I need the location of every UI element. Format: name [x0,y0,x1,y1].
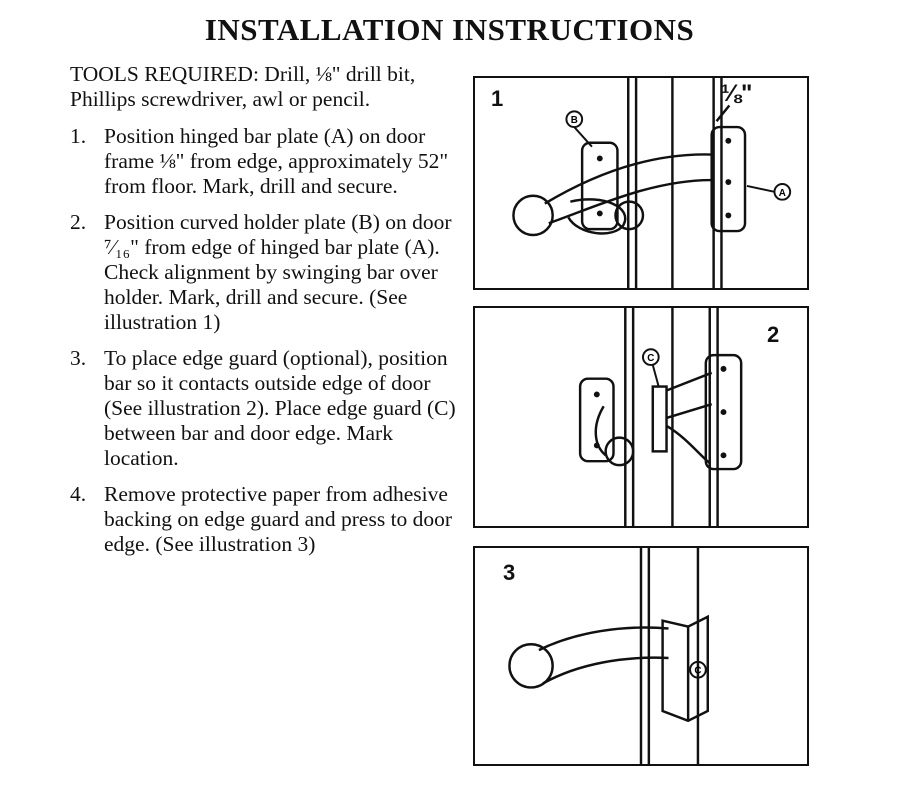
illustration-number: 1 [491,86,504,111]
illustration-2-drawing: C [578,308,743,526]
step-text: Remove protective paper from adhesive ba… [104,482,453,556]
step-3: 3. To place edge guard (optional), posit… [70,346,460,471]
callout-c-label: C [647,353,654,364]
step-4: 4. Remove protective paper from adhesive… [70,482,460,557]
tools-required: TOOLS REQUIRED: Drill, ⅛" drill bit, Phi… [70,62,416,111]
page-title: INSTALLATION INSTRUCTIONS [204,12,695,47]
illustration-1: B A 1 ⅛" [473,76,809,290]
illustration-2: C 2 [473,306,809,528]
illustration-number: 3 [503,560,516,585]
illustration-1-drawing: B A [512,78,792,288]
step-text: Position curved holder plate (B) on door… [104,210,452,334]
illustration-number: 2 [767,322,780,347]
dimension-label: ⅛" [721,80,753,107]
callout-b-label: B [571,115,578,126]
instructions-column: TOOLS REQUIRED: Drill, ⅛" drill bit, Phi… [70,62,460,568]
step-2: 2. Position curved holder plate (B) on d… [70,210,460,335]
callout-a-label: A [779,188,786,199]
step-text: Position hinged bar plate (A) on door fr… [104,124,449,198]
steps-list: 1. Position hinged bar plate (A) on door… [70,124,460,557]
illustration-3: C 3 [473,546,809,766]
step-text: To place edge guard (optional), position… [104,346,456,470]
step-1: 1. Position hinged bar plate (A) on door… [70,124,460,199]
callout-c-label: C [694,666,701,677]
step-number: 2. [70,210,87,234]
step-number: 3. [70,346,87,370]
step-number: 4. [70,482,87,506]
illustration-3-drawing: C [508,548,709,764]
step-number: 1. [70,124,87,148]
